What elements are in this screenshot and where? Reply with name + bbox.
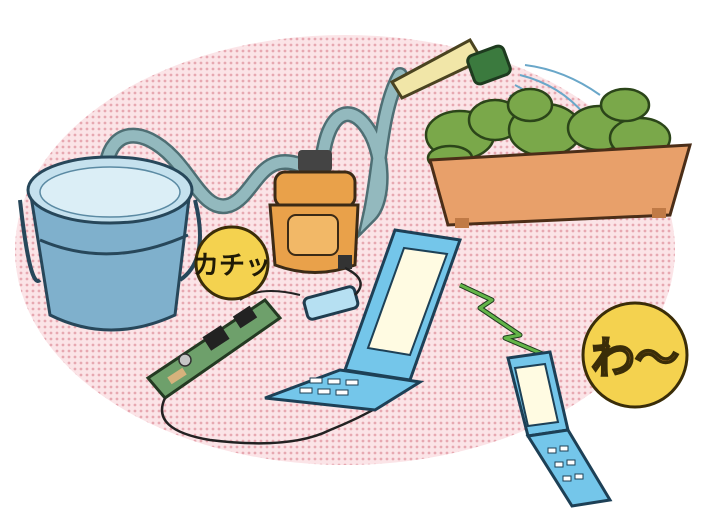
click-sound-effect: カチッ [193,251,271,281]
wow-burst: わ〜 [583,303,687,407]
wow-sound-effect: わ〜 [591,333,679,384]
click-burst: カチッ [193,227,271,299]
water-bucket [20,157,200,330]
